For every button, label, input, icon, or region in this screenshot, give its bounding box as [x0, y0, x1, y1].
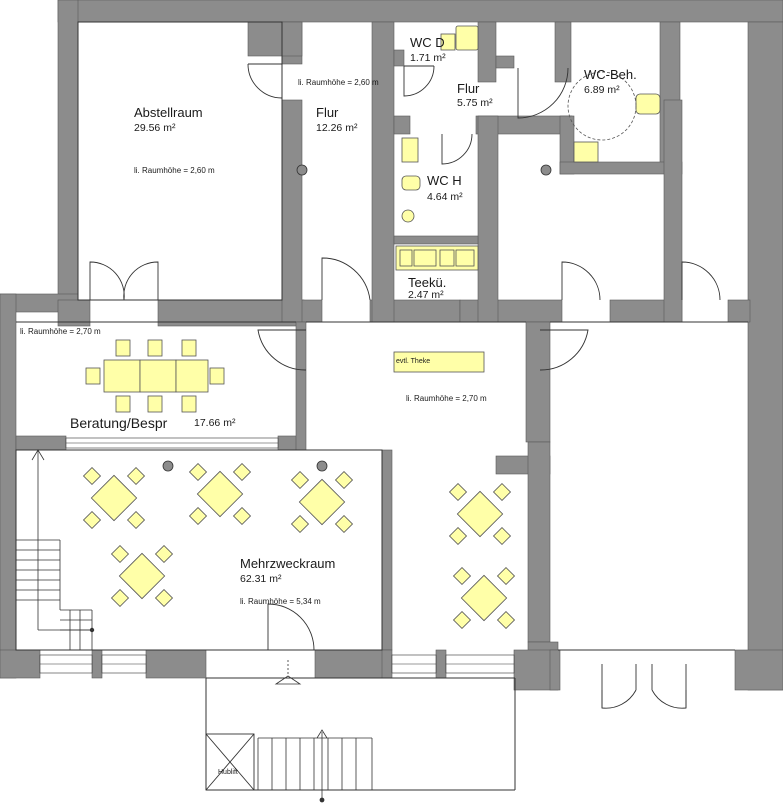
- chair: [232, 506, 252, 526]
- room-area-beratung: 17.66 m²: [194, 417, 236, 429]
- room-name-teekueche: Teekü.: [408, 275, 447, 290]
- chair: [290, 514, 310, 534]
- room-area-mehrzweckraum: 62.31 m²: [240, 573, 282, 585]
- cafe-table-set: [188, 462, 252, 526]
- cafe-table: [196, 470, 244, 518]
- entrance-stairs: [257, 660, 373, 803]
- wheelchair-circle: [567, 71, 637, 141]
- chair: [126, 510, 146, 530]
- cafe-table-set: [82, 466, 146, 530]
- hublift-label: Hublift: [218, 769, 238, 776]
- cafe-table: [118, 552, 166, 600]
- room-height-flur-1: li. Raumhöhe = 2,60 m: [298, 78, 379, 87]
- interior-lines: [15, 21, 748, 791]
- sanitary-fixtures: [393, 25, 661, 373]
- room-area-wc-d: 1.71 m²: [410, 52, 446, 64]
- chair: [496, 566, 516, 586]
- chair: [492, 526, 512, 546]
- cafe-table-set: [448, 482, 512, 546]
- room-height-beratung: li. Raumhöhe = 2,70 m: [20, 327, 101, 336]
- chair: [126, 466, 146, 486]
- chair: [154, 588, 174, 608]
- chair: [232, 462, 252, 482]
- room-height-abstellraum: li. Raumhöhe = 2,60 m: [134, 166, 215, 175]
- chair: [154, 544, 174, 564]
- chair: [448, 526, 468, 546]
- room-name-mehrzweckraum: Mehrzweckraum: [240, 556, 336, 571]
- cafe-table-set: [290, 470, 354, 534]
- chair: [82, 510, 102, 530]
- cafe-table: [456, 490, 504, 538]
- theke-label: evtl. Theke: [396, 358, 431, 365]
- chair: [290, 470, 310, 490]
- chair: [188, 462, 208, 482]
- chair: [448, 482, 468, 502]
- cafe-table: [298, 478, 346, 526]
- staircase: [16, 449, 95, 650]
- chair: [110, 588, 130, 608]
- chair: [188, 506, 208, 526]
- room-name-wc-d: WC D: [410, 35, 445, 50]
- room-area-teekueche: 2.47 m²: [408, 289, 444, 301]
- chair: [334, 470, 354, 490]
- room-name-wc-h: WC H: [427, 173, 462, 188]
- room-name-flur-1: Flur: [316, 105, 339, 120]
- room-name-beratung: Beratung/Bespr: [70, 415, 168, 431]
- chair: [452, 610, 472, 630]
- chair: [496, 610, 516, 630]
- room-name-abstellraum: Abstellraum: [134, 105, 203, 120]
- columns: [162, 164, 552, 472]
- windows: [39, 437, 515, 674]
- room-area-flur-1: 12.26 m²: [316, 122, 358, 134]
- room-name-flur-2: Flur: [457, 81, 480, 96]
- chair: [334, 514, 354, 534]
- cafe-table: [90, 474, 138, 522]
- cafe-table: [460, 574, 508, 622]
- room-name-wc-beh: WC-Beh.: [584, 67, 637, 82]
- doors: [89, 63, 721, 709]
- meeting-table: [85, 339, 225, 413]
- cafe-table-set: [110, 544, 174, 608]
- room-area-wc-h: 4.64 m²: [427, 191, 463, 203]
- room-height-mehrzweckraum: li. Raumhöhe = 5,34 m: [240, 597, 321, 606]
- room-area-flur-2: 5.75 m²: [457, 97, 493, 109]
- cafe-tables: [82, 462, 516, 630]
- room-height-flur-main: li. Raumhöhe = 2,70 m: [406, 394, 487, 403]
- hublift-box: [205, 733, 255, 791]
- room-area-abstellraum: 29.56 m²: [134, 122, 176, 134]
- chair: [492, 482, 512, 502]
- chair: [110, 544, 130, 564]
- cafe-table-set: [452, 566, 516, 630]
- chair: [452, 566, 472, 586]
- room-area-wc-beh: 6.89 m²: [584, 84, 620, 96]
- chair: [82, 466, 102, 486]
